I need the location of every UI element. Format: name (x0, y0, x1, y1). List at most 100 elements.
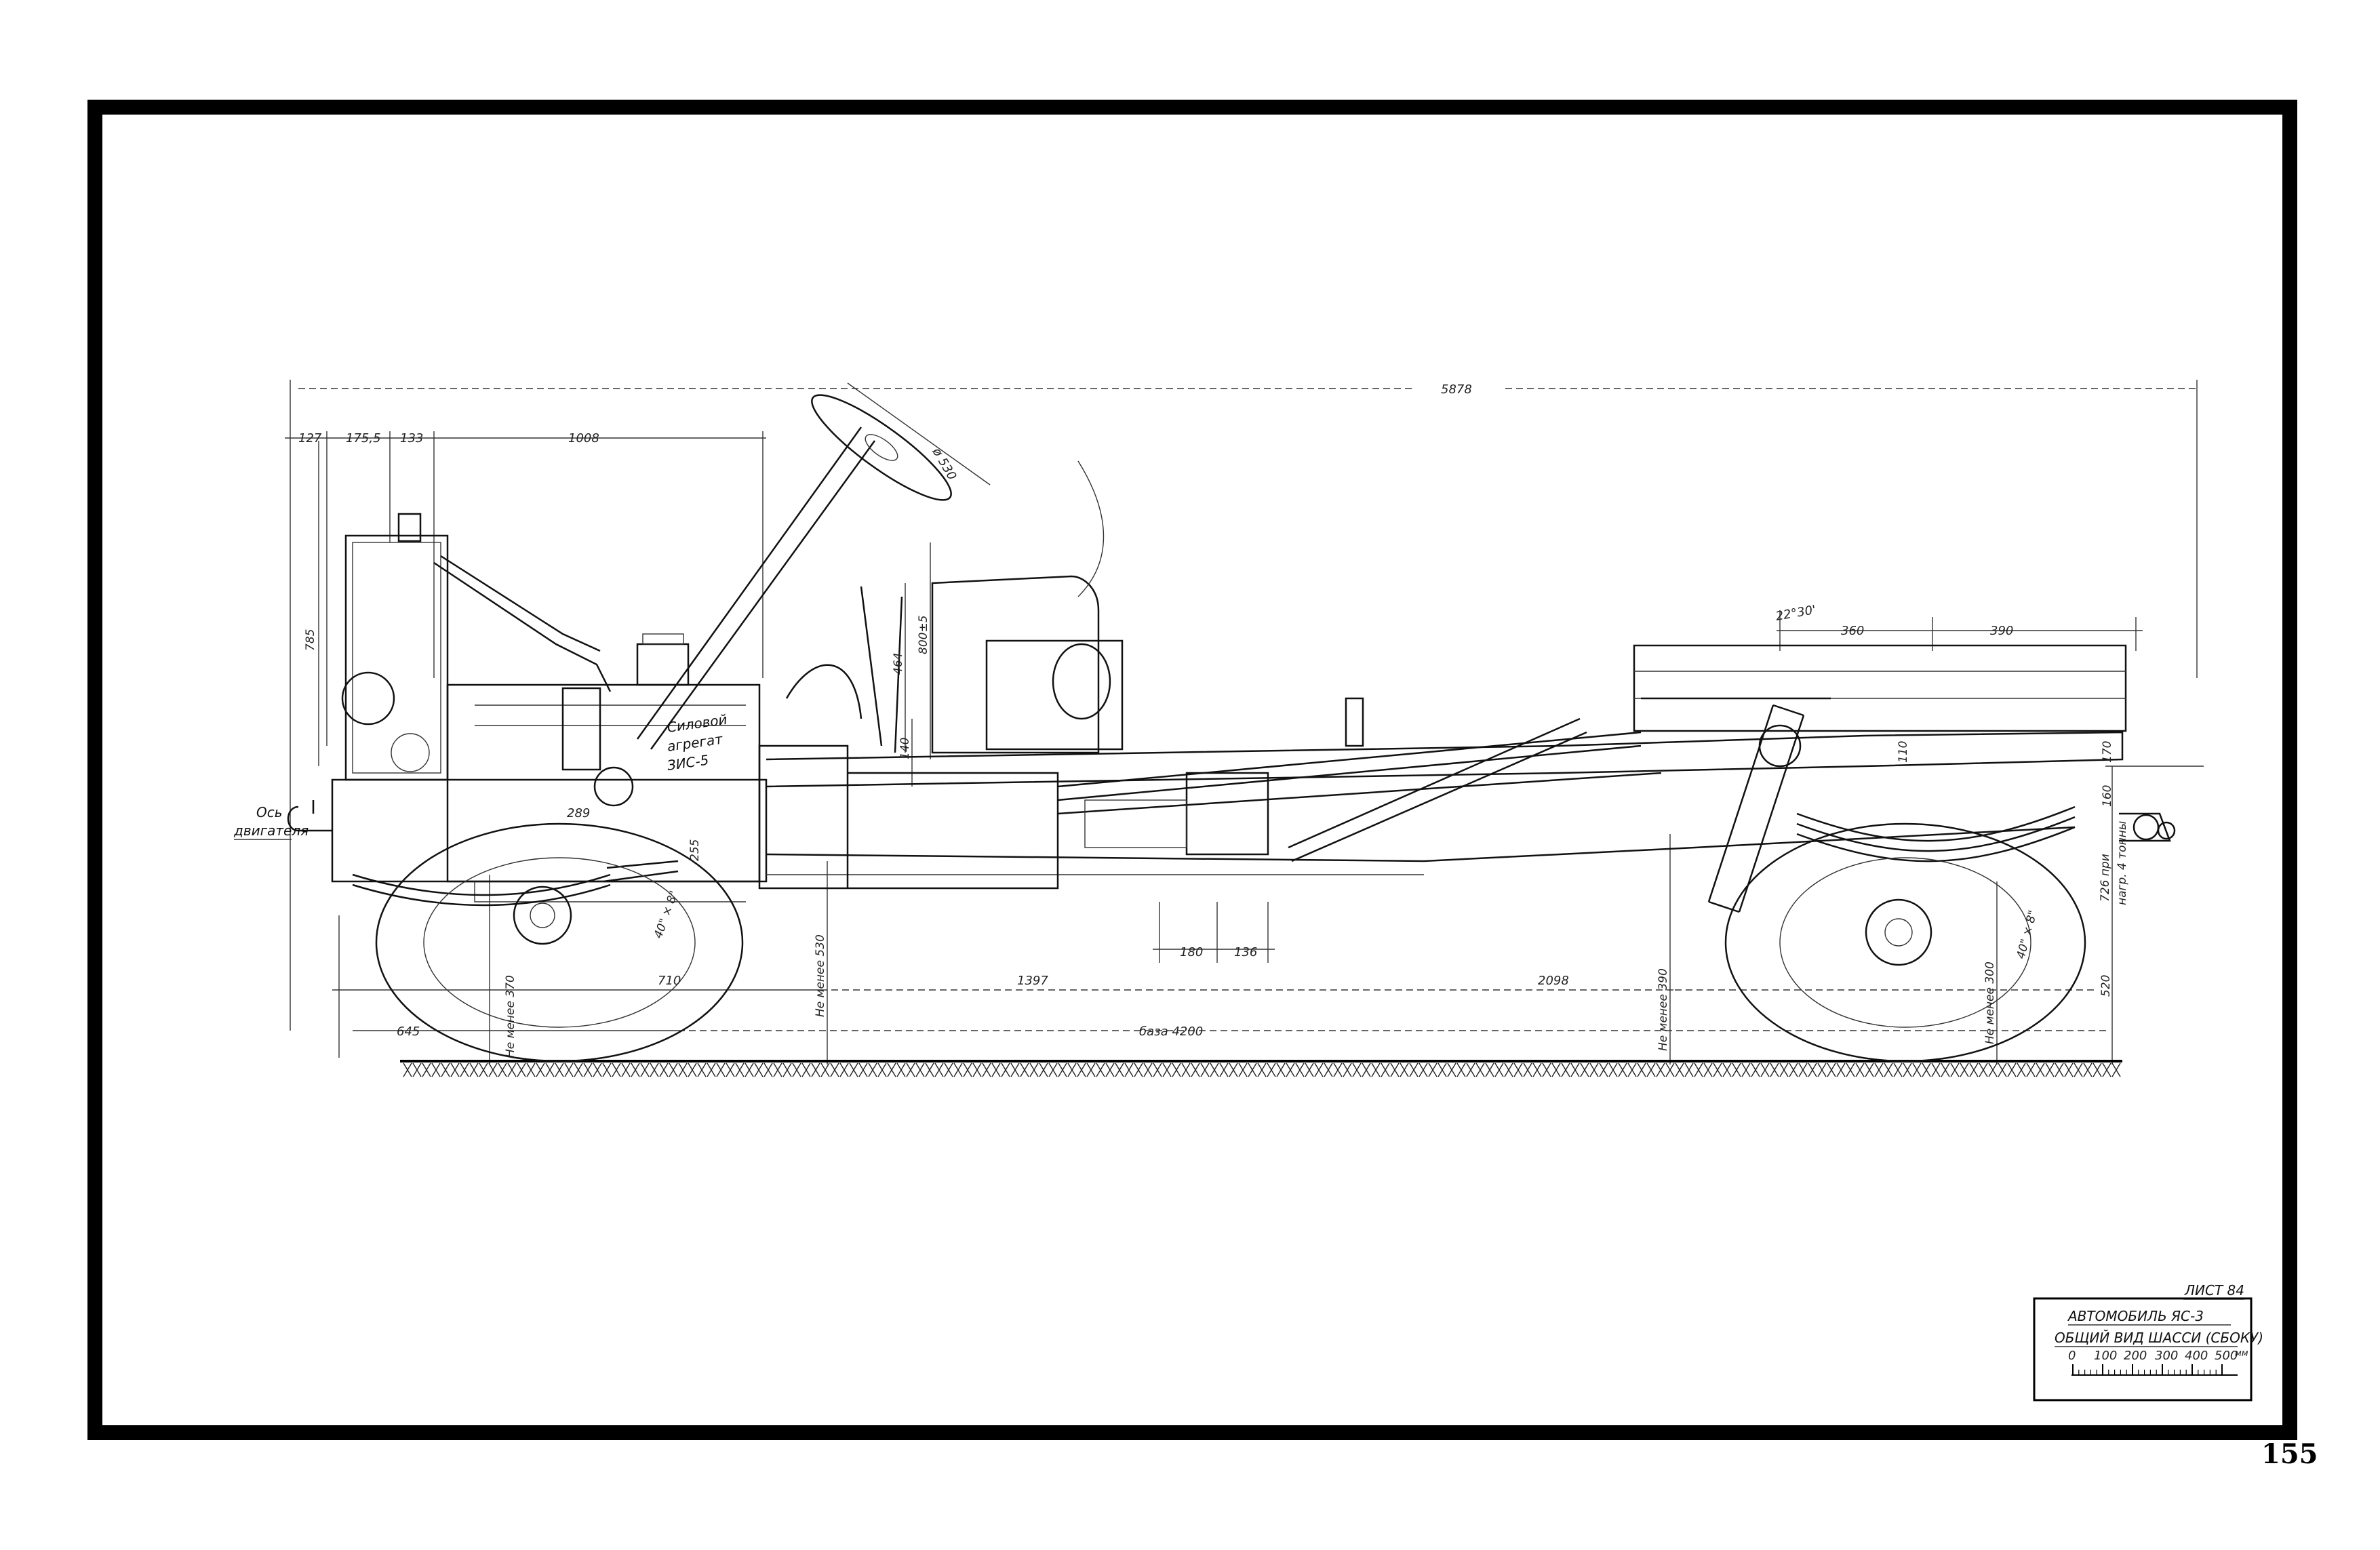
title-line-1: АВТОМОБИЛЬ ЯС-3 (2067, 1308, 2204, 1324)
label-engine-axis-2: двигателя (233, 822, 309, 839)
ground-hatch-stroke (412, 1062, 422, 1077)
ground-hatch-stroke (555, 1062, 564, 1077)
ground-hatch-stroke (1219, 1062, 1229, 1077)
ground-hatch-stroke (2007, 1062, 2017, 1077)
ground-hatch-stroke (593, 1062, 602, 1077)
ground-hatch-stroke (1694, 1062, 1703, 1077)
dim-1397: 1397 (1017, 974, 1048, 988)
dim-710: 710 (658, 974, 681, 988)
ground-hatch-stroke (1988, 1062, 1998, 1077)
ground-hatch-stroke (1893, 1062, 1903, 1077)
ground-hatch-stroke (659, 1062, 669, 1077)
ground-hatch-stroke (1343, 1062, 1352, 1077)
ground-hatch-stroke (1381, 1062, 1390, 1077)
ground-hatch-stroke (1475, 1062, 1485, 1077)
ground-hatch-stroke (1779, 1062, 1789, 1077)
front-wheel (375, 822, 744, 1062)
ground-hatch-stroke (1941, 1062, 1950, 1077)
dim-min-390: Не менее 390 (1657, 968, 1670, 1051)
steering-assembly (636, 382, 991, 753)
ground-hatch-stroke (1561, 1062, 1570, 1077)
ground-hatch-stroke (963, 1062, 972, 1077)
label-power-unit-3: ЗИС-5 (666, 752, 709, 774)
ground-hatch-stroke (1637, 1062, 1646, 1077)
ground-hatch-stroke (526, 1062, 536, 1077)
ground-hatch-stroke (1722, 1062, 1732, 1077)
ground-hatch-stroke (849, 1062, 858, 1077)
ground-hatch-stroke (422, 1062, 431, 1077)
ground-hatch-stroke (1020, 1062, 1029, 1077)
ground-hatch-stroke (1324, 1062, 1333, 1077)
dim-min-300: Не менее 300 (1983, 961, 1997, 1044)
ground-hatch-stroke (1798, 1062, 1808, 1077)
ground-hatch-stroke (792, 1062, 801, 1077)
ground-hatch-stroke (469, 1062, 479, 1077)
ground-hatch-stroke (621, 1062, 631, 1077)
ground-hatch-stroke (896, 1062, 906, 1077)
ground-hatch-stroke (925, 1062, 934, 1077)
dim-785: 785 (304, 629, 317, 651)
ground-hatch-stroke (839, 1062, 849, 1077)
dim-2098: 2098 (1538, 974, 1569, 988)
ground-hatch-stroke (2083, 1062, 2093, 1077)
ground-hatch-stroke (1419, 1062, 1428, 1077)
ground-hatch-stroke (1162, 1062, 1172, 1077)
ground-hatch-stroke (763, 1062, 773, 1077)
ground-hatch-stroke (1428, 1062, 1437, 1077)
ground-hatch-stroke (678, 1062, 688, 1077)
dim-520: 520 (2099, 975, 2113, 997)
ground-hatch-stroke (1286, 1062, 1295, 1077)
ground-hatch-stroke (1238, 1062, 1248, 1077)
ground-hatch-stroke (1884, 1062, 1893, 1077)
ground-hatch-stroke (1134, 1062, 1143, 1077)
ground-hatch-stroke (1513, 1062, 1523, 1077)
ground-hatch-stroke (1618, 1062, 1627, 1077)
ground-hatch-stroke (1172, 1062, 1181, 1077)
dim-140: 140 (898, 738, 912, 759)
dim-136: 136 (1234, 945, 1257, 959)
ground-hatch-stroke (1362, 1062, 1371, 1077)
rear-wheel (1724, 822, 2086, 1062)
dim-hitch-2: нагр. 4 тонны (2116, 821, 2129, 905)
dim-overall: 5878 (1441, 382, 1472, 397)
scale-tick-400: 400 (2185, 1349, 2208, 1363)
dim-base: база 4200 (1139, 1025, 1203, 1039)
ground-hatch-stroke (697, 1062, 707, 1077)
ground-hatch-stroke (1627, 1062, 1637, 1077)
ground-hatch-stroke (1608, 1062, 1618, 1077)
ground-hatch-stroke (612, 1062, 621, 1077)
drawing-border (87, 100, 2297, 1440)
scale-tick-0: 0 (2068, 1349, 2076, 1363)
ground-hatch-stroke (488, 1062, 498, 1077)
ground-hatch-stroke (1494, 1062, 1504, 1077)
ground-hatch-stroke (1836, 1062, 1846, 1077)
ground-hatch-stroke (1447, 1062, 1456, 1077)
ground-hatch-stroke (2064, 1062, 2074, 1077)
ground-hatch-stroke (2055, 1062, 2064, 1077)
scale-tick-100: 100 (2094, 1349, 2117, 1363)
ground-hatch-stroke (1789, 1062, 1798, 1077)
dimension-lines (285, 380, 2204, 1065)
ground-hatch-stroke (1703, 1062, 1713, 1077)
dim-170: 170 (2101, 741, 2114, 763)
ground-hatch-stroke (1437, 1062, 1447, 1077)
ground-hatch-stroke (2036, 1062, 2045, 1077)
ground-hatch-stroke (1400, 1062, 1409, 1077)
ground-hatch-stroke (688, 1062, 697, 1077)
ground-hatch-stroke (1153, 1062, 1162, 1077)
title-line-2: ОБЩИЙ ВИД ШАССИ (СБОКУ) (2055, 1330, 2263, 1346)
ground-hatch-stroke (811, 1062, 820, 1077)
ground-hatch-stroke (441, 1062, 450, 1077)
ground-hatch-stroke (564, 1062, 574, 1077)
ground-hatch-stroke (1115, 1062, 1124, 1077)
ground-hatch-stroke (669, 1062, 678, 1077)
ground-hatch-stroke (1960, 1062, 1969, 1077)
ground-hatch-stroke (1732, 1062, 1741, 1077)
dim-min-530: Не менее 530 (814, 934, 827, 1017)
ground-hatch-stroke (1504, 1062, 1513, 1077)
dim-360: 360 (1841, 624, 1864, 638)
ground-hatch-stroke (830, 1062, 839, 1077)
dim-1008: 1008 (568, 431, 599, 445)
ground-hatch-stroke (1950, 1062, 1960, 1077)
ground-hatch-stroke (1067, 1062, 1077, 1077)
